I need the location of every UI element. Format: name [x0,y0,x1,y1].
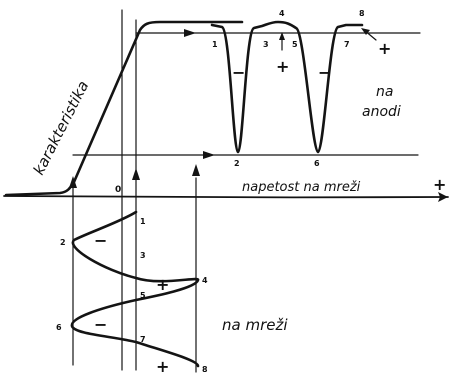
anode-sign-labels: − + − + [232,39,391,82]
anode-sign-plus-2: + [378,39,391,58]
grid-waveform [70,210,200,368]
anode-sign-minus-1: − [232,63,245,82]
grid-sign-labels: − + − + [94,231,169,376]
anode-point-4: 4 [279,9,285,18]
grid-point-5: 5 [140,291,146,300]
anode-point-1: 1 [212,40,218,49]
anode-label-line2: anodi [362,104,401,120]
anode-sign-plus-1: + [276,57,289,76]
projection-lines [69,9,200,373]
grid-voltage-axis-plus: + [433,175,446,194]
anode-point-3: 3 [263,40,269,49]
origin-label: 0 [115,185,121,195]
anode-waveform [210,20,364,154]
grid-point-7: 7 [140,335,146,344]
grid-point-2: 2 [60,238,66,247]
anode-label-line1: na [376,84,393,100]
grid-sign-minus-2: − [94,315,107,334]
grid-sign-minus-1: − [94,231,107,250]
grid-voltage-axis [3,192,449,202]
grid-point-labels: 1 2 3 4 5 6 7 8 [56,217,208,374]
grid-label: na mreži [222,316,288,334]
grid-sign-plus-2: + [156,357,169,376]
grid-voltage-axis-label: napetost na mreži [242,180,361,195]
anode-sign-minus-2: − [318,63,331,82]
characteristic-curve [4,20,244,197]
anode-point-labels: 1 3 4 5 7 8 2 6 [212,9,365,168]
grid-point-4: 4 [202,276,208,285]
grid-point-8: 8 [202,365,208,374]
anode-end-arrow [361,28,377,41]
grid-point-3: 3 [140,251,146,260]
anode-point-2: 2 [234,159,240,168]
anode-point-7: 7 [344,40,350,49]
grid-point-6: 6 [56,323,62,332]
anode-point-6: 6 [314,159,320,168]
anode-point-5: 5 [292,40,298,49]
grid-point-1: 1 [140,217,146,226]
anode-peak-arrow [279,32,285,51]
anode-level-lines [72,29,421,159]
grid-sign-plus-1: + [156,275,169,294]
anode-point-8: 8 [359,9,365,18]
